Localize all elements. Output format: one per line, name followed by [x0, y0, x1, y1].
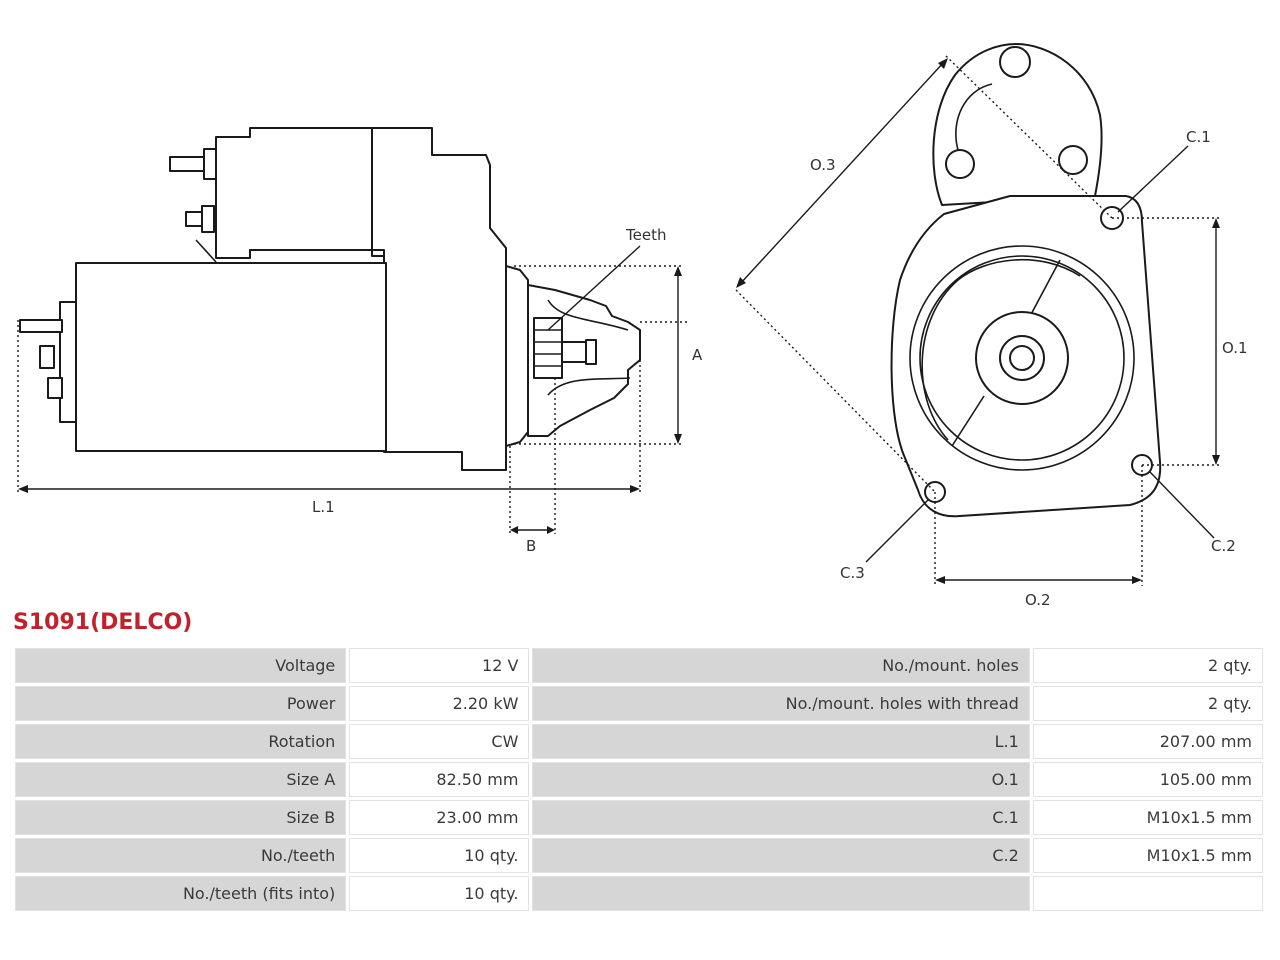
terminal-nut-lower [201, 205, 215, 233]
spec-key: No./mount. holes [532, 648, 1030, 683]
pinion-gear [533, 317, 563, 379]
mounting-flange [505, 265, 529, 447]
spec-value: CW [349, 724, 530, 759]
rear-stud-upper [19, 319, 63, 333]
technical-drawing: Teeth A L.1 B [17, 43, 1248, 609]
spec-value: 23.00 mm [349, 800, 530, 835]
spec-value: 2 qty. [1032, 686, 1263, 721]
spec-value: 105.00 mm [1032, 762, 1263, 797]
spec-value: 10 qty. [349, 876, 530, 911]
rear-cap [59, 301, 77, 423]
spec-key: No./teeth [15, 838, 347, 873]
spec-key: Rotation [15, 724, 347, 759]
dimension-o3-line [739, 61, 945, 285]
label-o1: O.1 [1222, 339, 1248, 357]
rear-nut [39, 345, 55, 369]
terminal-nut-upper [203, 148, 217, 180]
teeth-leader-line [547, 245, 641, 331]
spec-key [532, 876, 1030, 911]
table-row: No./teeth (fits into) 10 qty. [15, 876, 1263, 911]
spec-value: 2 qty. [1032, 648, 1263, 683]
housing-outer-ring [909, 245, 1135, 471]
solenoid-body [215, 127, 376, 259]
label-o3: O.3 [810, 156, 836, 174]
spec-value: 2.20 kW [349, 686, 530, 721]
spec-value: 207.00 mm [1032, 724, 1263, 759]
spec-key: Voltage [15, 648, 347, 683]
spec-key: C.1 [532, 800, 1030, 835]
spec-table: Voltage 12 V No./mount. holes 2 qty. Pow… [12, 645, 1266, 914]
label-b: B [526, 537, 536, 555]
starter-front-view: O.3 O.1 O.2 C.1 C.2 C.3 [735, 43, 1248, 609]
spec-key: L.1 [532, 724, 1030, 759]
label-teeth: Teeth [625, 226, 666, 244]
label-a: A [692, 346, 703, 364]
motor-body [75, 262, 387, 452]
label-c2: C.2 [1211, 537, 1236, 555]
table-row: Voltage 12 V No./mount. holes 2 qty. [15, 648, 1263, 683]
spec-value: 10 qty. [349, 838, 530, 873]
spec-key: C.2 [532, 838, 1030, 873]
spec-key: No./teeth (fits into) [15, 876, 347, 911]
c2-leader [1149, 471, 1215, 539]
table-row: Size A 82.50 mm O.1 105.00 mm [15, 762, 1263, 797]
shaft-end [585, 339, 597, 365]
spec-key: O.1 [532, 762, 1030, 797]
spec-value [1032, 876, 1263, 911]
c1-leader [1117, 145, 1189, 213]
c3-leader [865, 499, 929, 563]
spec-key: Size A [15, 762, 347, 797]
spec-value: M10x1.5 mm [1032, 838, 1263, 873]
label-o2: O.2 [1025, 591, 1051, 609]
spec-value: 82.50 mm [349, 762, 530, 797]
table-row: Rotation CW L.1 207.00 mm [15, 724, 1263, 759]
spec-key: No./mount. holes with thread [532, 686, 1030, 721]
label-c1: C.1 [1186, 128, 1211, 146]
spec-key: Power [15, 686, 347, 721]
label-l1: L.1 [312, 498, 335, 516]
starter-side-view: Teeth A L.1 B [17, 127, 703, 555]
table-row: Size B 23.00 mm C.1 M10x1.5 mm [15, 800, 1263, 835]
table-row: No./teeth 10 qty. C.2 M10x1.5 mm [15, 838, 1263, 873]
rear-stud-lower [47, 377, 63, 399]
spec-value: 12 V [349, 648, 530, 683]
spec-value: M10x1.5 mm [1032, 800, 1263, 835]
product-title: S1091(DELCO) [13, 610, 193, 635]
pinion-shaft [561, 341, 589, 363]
label-c3: C.3 [840, 564, 865, 582]
table-row: Power 2.20 kW No./mount. holes with thre… [15, 686, 1263, 721]
spec-key: Size B [15, 800, 347, 835]
drive-housing [371, 127, 507, 471]
